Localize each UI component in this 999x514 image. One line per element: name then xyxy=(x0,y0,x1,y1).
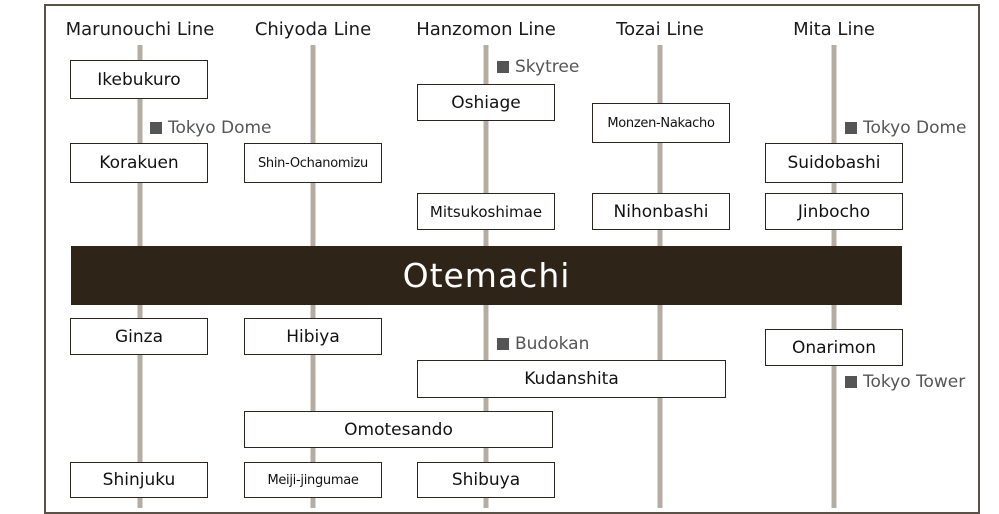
landmark-label: Budokan xyxy=(515,334,590,354)
station-hibiya[interactable]: Hibiya xyxy=(244,318,382,355)
station-shin-ochanomizu[interactable]: Shin-Ochanomizu xyxy=(244,143,382,183)
landmark-square-icon xyxy=(150,122,162,134)
landmark-tokyo-dome-marunouchi: Tokyo Dome xyxy=(150,118,272,138)
landmark-label: Tokyo Dome xyxy=(168,118,272,138)
station-monzen-nakacho[interactable]: Monzen-Nakacho xyxy=(592,103,730,143)
station-onarimon[interactable]: Onarimon xyxy=(765,329,903,366)
station-omotesando[interactable]: Omotesando xyxy=(244,411,553,448)
landmark-label: Tokyo Tower xyxy=(863,372,966,392)
station-suidobashi[interactable]: Suidobashi xyxy=(765,143,903,183)
landmark-square-icon xyxy=(845,122,857,134)
landmark-label: Skytree xyxy=(515,57,580,77)
landmark-tokyo-dome-mita: Tokyo Dome xyxy=(845,118,967,138)
station-ginza[interactable]: Ginza xyxy=(70,318,208,355)
station-mitsukoshimae[interactable]: Mitsukoshimae xyxy=(417,193,555,230)
landmark-square-icon xyxy=(845,376,857,388)
station-ikebukuro[interactable]: Ikebukuro xyxy=(70,60,208,99)
line-label-marunouchi: Marunouchi Line xyxy=(65,19,215,40)
landmark-skytree: Skytree xyxy=(497,57,579,77)
landmark-square-icon xyxy=(497,338,509,350)
station-oshiage[interactable]: Oshiage xyxy=(417,84,555,121)
line-label-hanzomon: Hanzomon Line xyxy=(416,19,556,40)
station-shinjuku[interactable]: Shinjuku xyxy=(70,462,208,498)
station-shibuya[interactable]: Shibuya xyxy=(417,462,555,498)
line-label-mita: Mita Line xyxy=(793,19,875,40)
line-label-tozai: Tozai Line xyxy=(616,19,704,40)
station-kudanshita[interactable]: Kudanshita xyxy=(417,360,726,398)
landmark-tokyo-tower: Tokyo Tower xyxy=(845,372,965,392)
landmark-square-icon xyxy=(497,61,509,73)
station-meiji-jingumae[interactable]: Meiji-jingumae xyxy=(244,462,382,498)
station-korakuen[interactable]: Korakuen xyxy=(70,143,208,183)
landmark-label: Tokyo Dome xyxy=(863,118,967,138)
station-jinbocho[interactable]: Jinbocho xyxy=(765,193,903,230)
station-nihonbashi[interactable]: Nihonbashi xyxy=(592,193,730,230)
line-label-chiyoda: Chiyoda Line xyxy=(254,19,372,40)
hub-station-otemachi[interactable]: Otemachi xyxy=(71,246,902,305)
landmark-budokan: Budokan xyxy=(497,334,589,354)
